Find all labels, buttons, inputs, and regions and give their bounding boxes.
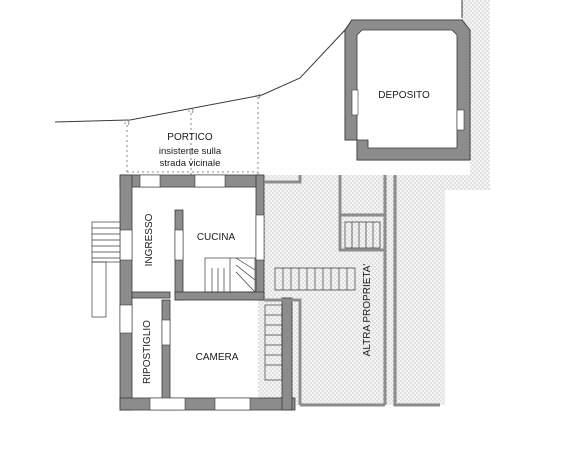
camera-stair [264,304,283,381]
label-cucina: CUCINA [197,232,236,243]
label-portico-note-2: strada vicinale [160,158,221,169]
label-ingresso: INGRESSO [144,213,155,266]
external-stair [91,221,121,318]
cucina-stair [204,257,256,293]
label-ripostiglio: RIPOSTIGLIO [142,320,153,384]
neighbour-structure [264,175,440,407]
label-altra-proprieta: ALTRA PROPRIETA' [362,264,373,357]
portico-columns [124,93,261,175]
wall-openings [119,174,265,411]
label-portico-note-1: insistente sulla [159,146,222,157]
label-deposito: DEPOSITO [378,90,430,101]
label-portico: PORTICO [167,132,213,143]
neighbour-stair [274,221,381,291]
label-camera: CAMERA [196,352,239,363]
deposito-walls [344,19,471,161]
